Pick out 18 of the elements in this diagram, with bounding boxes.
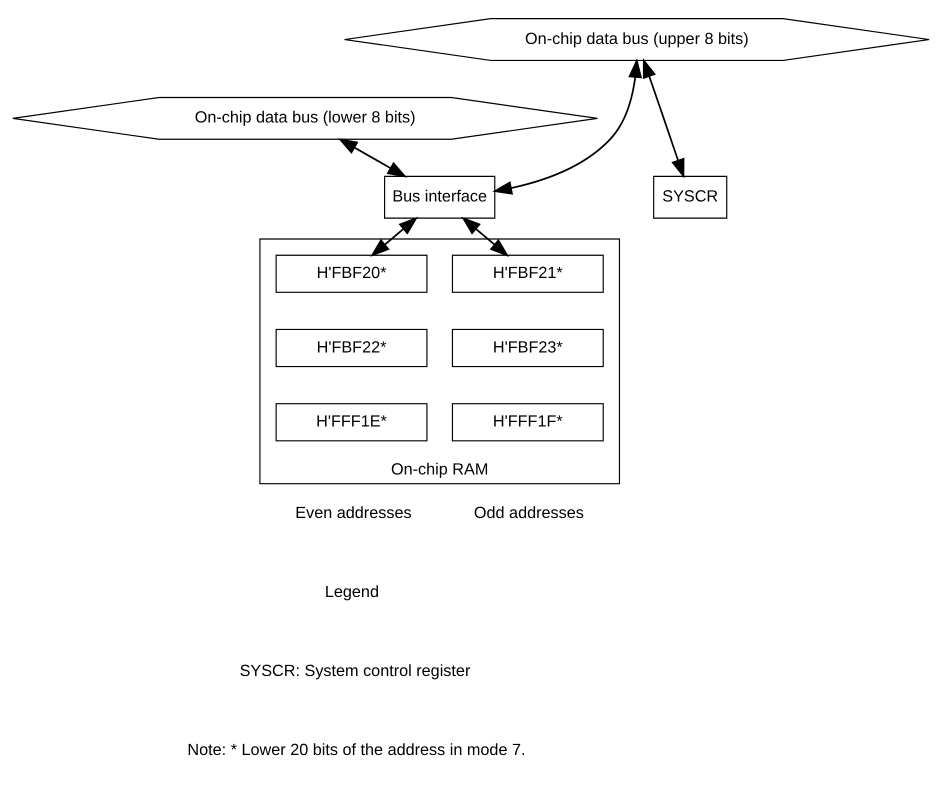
node-box: SYSCR: [653, 175, 728, 218]
label: Legend: [324, 582, 379, 601]
node-box: H'FBF21*: [452, 254, 604, 292]
label: SYSCR: System control register: [240, 661, 470, 680]
node-box: Bus interface: [384, 175, 496, 218]
node-box: H'FFF1E*: [276, 402, 428, 441]
label: Odd addresses: [474, 504, 584, 522]
arrow: [370, 216, 418, 256]
node-box: H'FFF1F*: [452, 402, 604, 441]
label: Note: * Lower 20 bits of the address in mode 7.: [187, 740, 526, 758]
arrow: [338, 138, 408, 178]
label: Even addresses: [295, 504, 412, 522]
arrow: [642, 58, 684, 178]
node-box: H'FBF23*: [452, 328, 604, 367]
node-box: H'FBF22*: [276, 328, 428, 367]
arrow: [492, 58, 642, 194]
arrow: [461, 216, 510, 256]
node-box: H'FBF20*: [276, 254, 428, 292]
